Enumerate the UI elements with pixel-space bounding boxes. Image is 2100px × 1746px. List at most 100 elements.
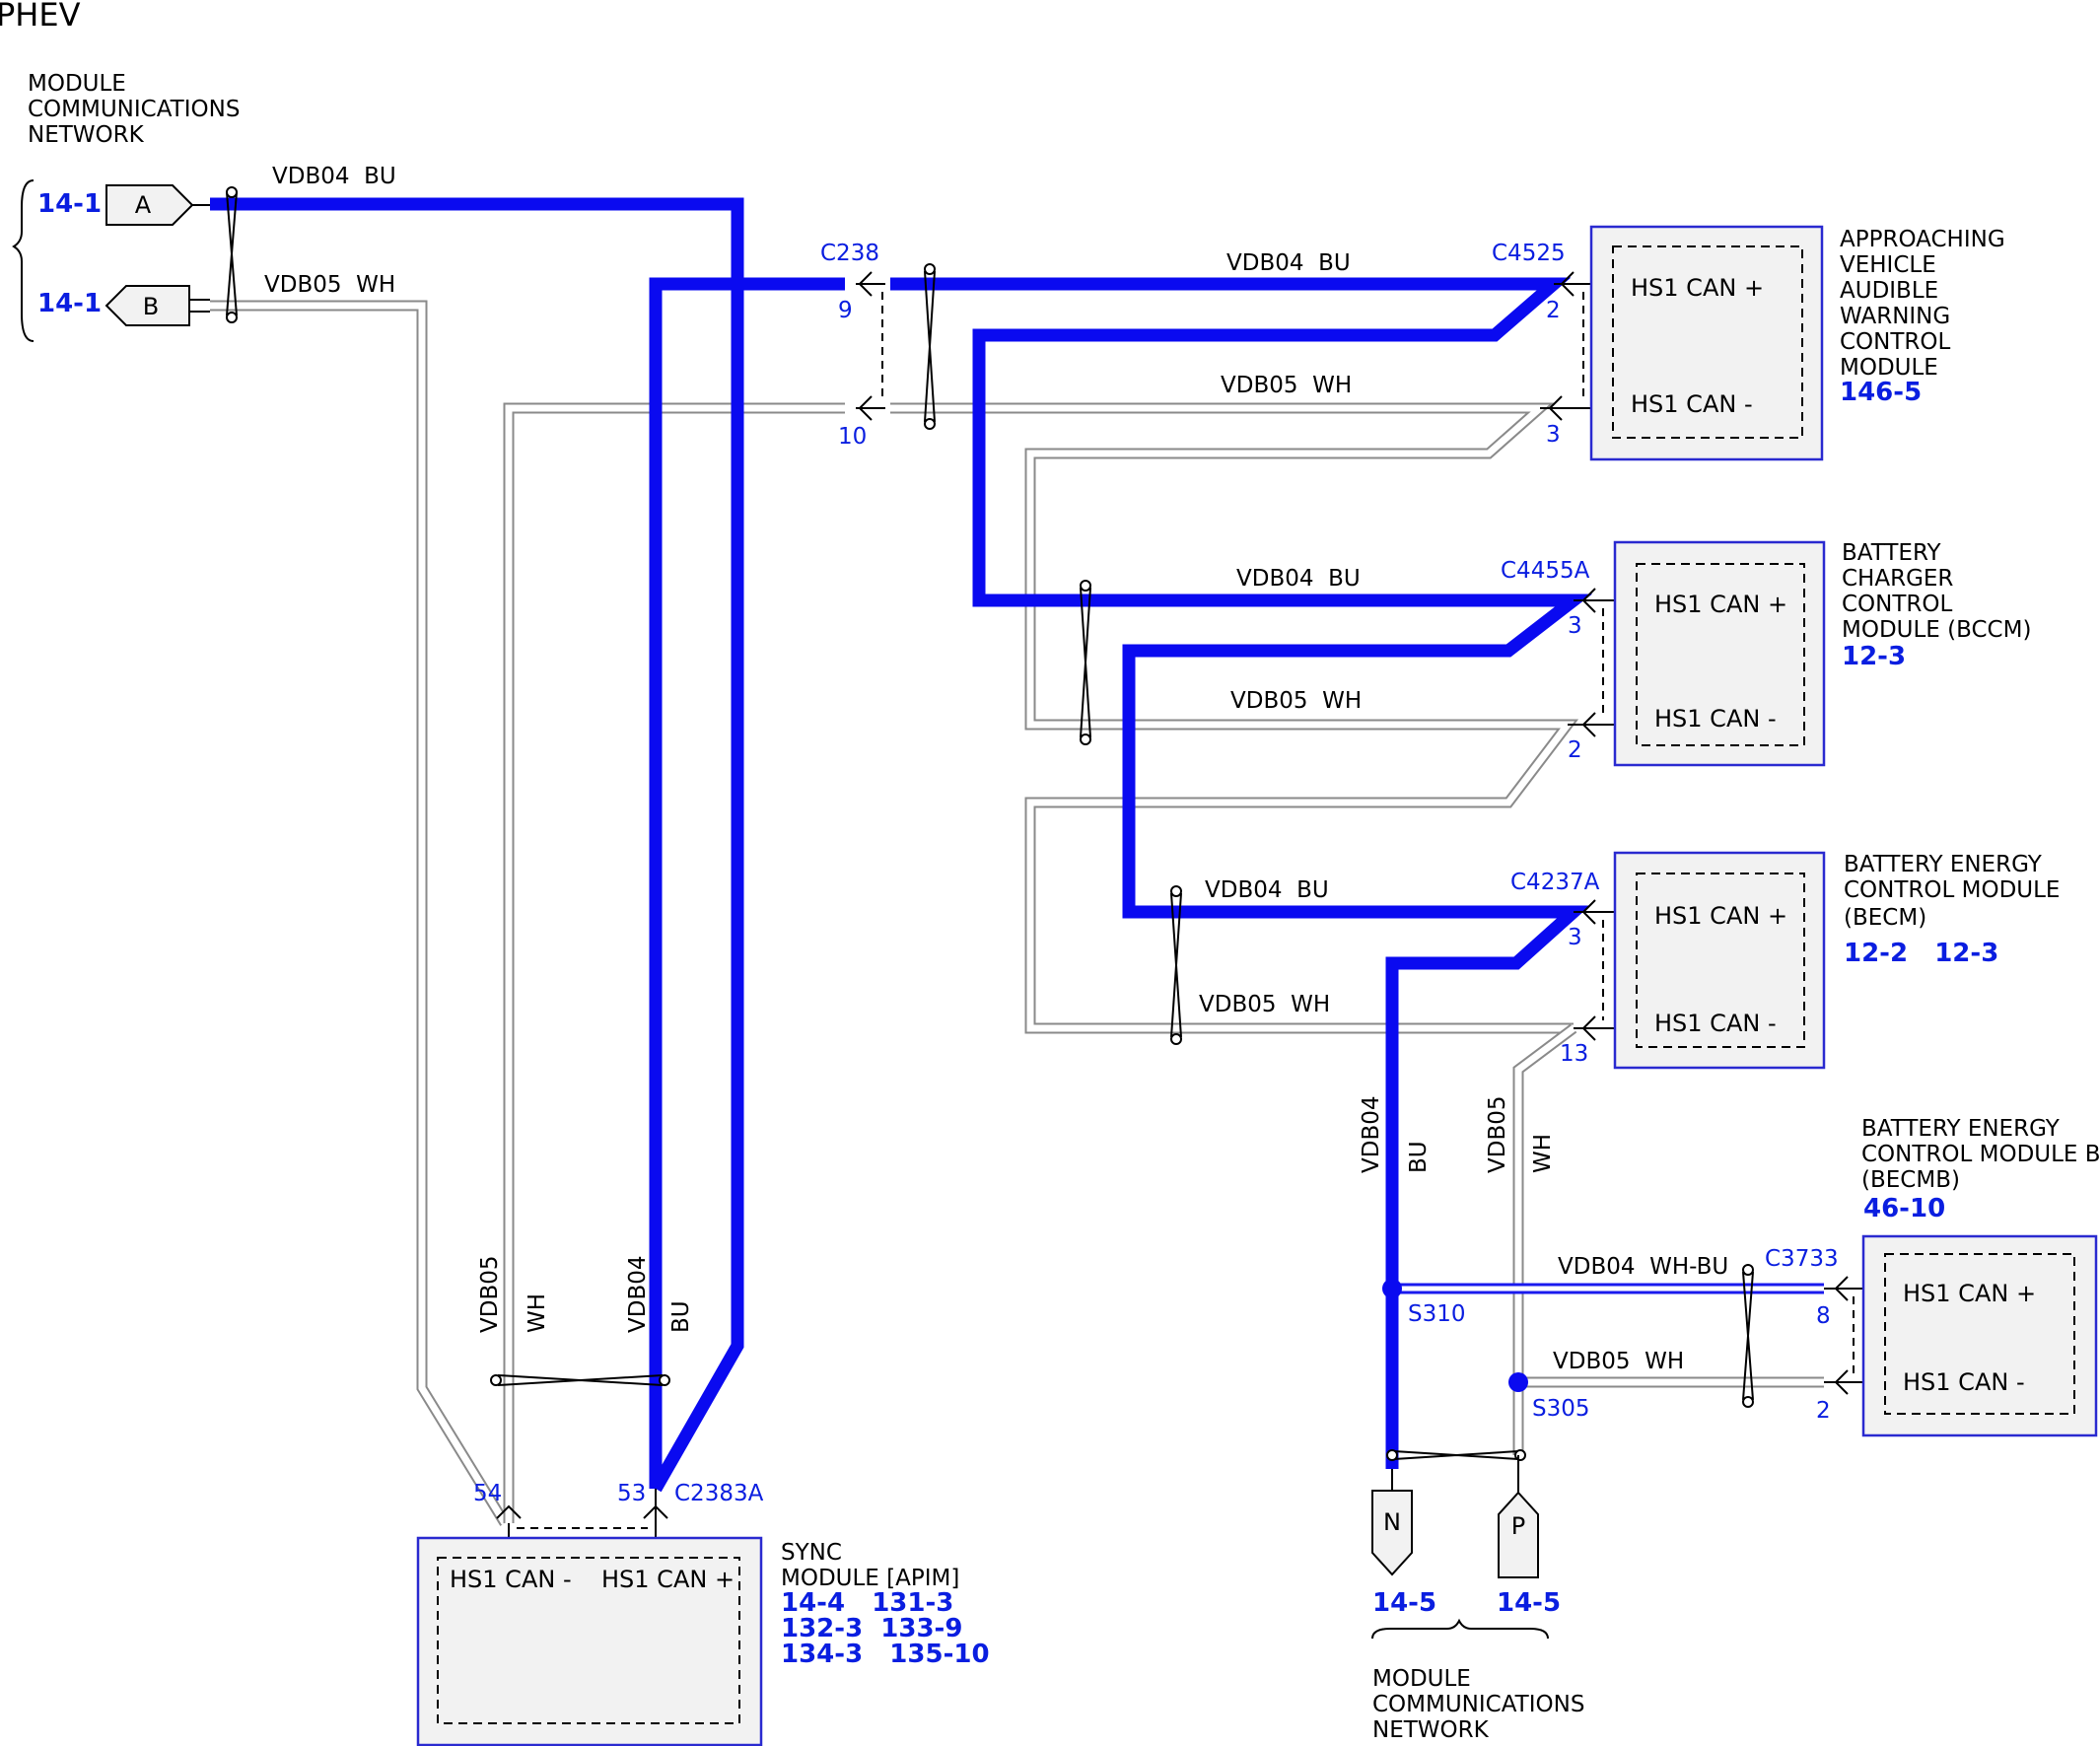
svg-text:S310: S310 — [1408, 1301, 1466, 1327]
svg-text:VDB05 WH: VDB05 WH — [1199, 992, 1330, 1017]
svg-text:MODULE [APIM]: MODULE [APIM] — [781, 1566, 959, 1591]
svg-text:BU: BU — [668, 1300, 694, 1333]
svg-text:P: P — [1511, 1512, 1525, 1540]
svg-text:C3733: C3733 — [1765, 1246, 1839, 1272]
connector-c4525: C4525 2 3 — [1492, 241, 1591, 448]
becm-pin-plus: HS1 CAN + — [1654, 902, 1787, 930]
svg-text:VDB04 BU: VDB04 BU — [1226, 250, 1351, 276]
svg-text:CONTROL: CONTROL — [1842, 592, 1953, 617]
svg-text:COMMUNICATIONS: COMMUNICATIONS — [1372, 1692, 1584, 1717]
svg-text:14-4 131-3: 14-4 131-3 — [781, 1588, 953, 1618]
avas-pin-plus: HS1 CAN + — [1631, 274, 1764, 302]
module-sync: HS1 CAN - HS1 CAN + SYNC MODULE [APIM] 1… — [416, 1536, 990, 1746]
svg-text:54: 54 — [473, 1481, 502, 1506]
svg-text:VDB04 WH-BU: VDB04 WH-BU — [1558, 1254, 1728, 1280]
connector-c238: C238 9 10 — [820, 241, 885, 450]
svg-text:132-3 133-9: 132-3 133-9 — [781, 1614, 962, 1643]
left-ref-b: 14-1 — [37, 289, 102, 318]
svg-text:C2383A: C2383A — [674, 1481, 764, 1506]
svg-text:13: 13 — [1560, 1041, 1588, 1067]
bccm-ref: 12-3 — [1842, 642, 1906, 671]
svg-text:AUDIBLE: AUDIBLE — [1840, 278, 1938, 304]
connector-c3733: C3733 8 2 — [1765, 1246, 1863, 1424]
plug-b: B 14-1 — [37, 285, 190, 326]
network-label-bottom: MODULE COMMUNICATIONS NETWORK — [1372, 1666, 1584, 1743]
bottom-ref-n: 14-5 — [1372, 1588, 1436, 1618]
svg-text:WH: WH — [1530, 1134, 1556, 1173]
svg-text:VDB05: VDB05 — [477, 1256, 503, 1334]
svg-text:CHARGER: CHARGER — [1842, 566, 1953, 592]
plug-n: N 14-5 — [1371, 1469, 1436, 1618]
bottom-ref-p: 14-5 — [1497, 1588, 1561, 1618]
svg-text:134-3 135-10: 134-3 135-10 — [781, 1640, 990, 1669]
svg-text:VDB05: VDB05 — [1485, 1096, 1510, 1174]
svg-text:C238: C238 — [820, 241, 879, 266]
twist-symbols — [226, 186, 1754, 1461]
svg-text:2: 2 — [1546, 298, 1561, 323]
left-ref-a: 14-1 — [37, 189, 102, 219]
svg-text:2: 2 — [1816, 1398, 1831, 1424]
svg-text:MODULE: MODULE — [28, 71, 126, 97]
svg-text:VDB04: VDB04 — [625, 1256, 651, 1334]
svg-text:BATTERY ENERGY: BATTERY ENERGY — [1844, 852, 2043, 877]
svg-text:8: 8 — [1816, 1303, 1831, 1329]
svg-text:VDB05 WH: VDB05 WH — [1230, 688, 1362, 714]
svg-text:BU: BU — [1406, 1141, 1432, 1173]
svg-text:SYNC: SYNC — [781, 1540, 842, 1566]
svg-text:VDB04 BU: VDB04 BU — [272, 164, 396, 189]
svg-text:3: 3 — [1568, 613, 1582, 639]
connector-c4455a: C4455A 3 2 — [1501, 558, 1615, 763]
becmb-pin-plus: HS1 CAN + — [1903, 1280, 2036, 1307]
bccm-pin-minus: HS1 CAN - — [1654, 705, 1777, 733]
wh-wires — [210, 300, 1824, 1526]
becmb-ref: 46-10 — [1863, 1194, 1945, 1223]
splice-s305: S305 — [1508, 1372, 1590, 1422]
connector-c4237a: C4237A 3 13 — [1510, 870, 1615, 1067]
svg-text:9: 9 — [838, 298, 853, 323]
module-becm: HS1 CAN + HS1 CAN - BATTERY ENERGY CONTR… — [1613, 851, 2060, 1070]
splice-s310: S310 — [1382, 1279, 1466, 1327]
svg-text:VDB05 WH: VDB05 WH — [1553, 1349, 1684, 1374]
avas-pin-minus: HS1 CAN - — [1631, 390, 1753, 418]
svg-text:C4237A: C4237A — [1510, 870, 1600, 895]
svg-text:VEHICLE: VEHICLE — [1840, 252, 1936, 278]
module-becmb: HS1 CAN + HS1 CAN - BATTERY ENERGY CONTR… — [1861, 1116, 2100, 1437]
svg-text:NETWORK: NETWORK — [1372, 1717, 1490, 1743]
svg-text:BATTERY: BATTERY — [1842, 540, 1941, 566]
svg-text:S305: S305 — [1532, 1396, 1590, 1422]
network-brace-left — [12, 179, 35, 342]
becm-pin-minus: HS1 CAN - — [1654, 1010, 1777, 1037]
svg-text:VDB05 WH: VDB05 WH — [1221, 373, 1352, 398]
svg-text:B: B — [143, 293, 159, 320]
svg-text:10: 10 — [838, 424, 867, 450]
wire-labels: VDB04 BU VDB05 WH VDB04 BU VDB05 WH VDB0… — [264, 164, 1728, 1374]
becm-refs: 12-2 12-3 — [1844, 939, 1998, 968]
svg-text:COMMUNICATIONS: COMMUNICATIONS — [28, 97, 240, 122]
svg-text:53: 53 — [617, 1481, 646, 1506]
svg-text:CONTROL MODULE B: CONTROL MODULE B — [1861, 1142, 2100, 1167]
svg-text:A: A — [135, 191, 152, 219]
svg-text:(BECM): (BECM) — [1844, 905, 1926, 931]
svg-text:VDB04: VDB04 — [1359, 1096, 1384, 1174]
svg-text:C4455A: C4455A — [1501, 558, 1590, 584]
svg-text:WH: WH — [525, 1293, 550, 1333]
plug-a: A 14-1 — [37, 184, 194, 226]
svg-text:MODULE: MODULE — [1840, 355, 1938, 381]
module-bccm: HS1 CAN + HS1 CAN - BATTERY CHARGER CONT… — [1613, 540, 2031, 767]
svg-text:APPROACHING: APPROACHING — [1840, 227, 2005, 252]
svg-text:3: 3 — [1546, 422, 1561, 448]
page-title: PHEV — [0, 0, 81, 34]
svg-text:WARNING: WARNING — [1840, 304, 1950, 329]
svg-text:VDB04 BU: VDB04 BU — [1236, 566, 1361, 592]
bu-wires — [210, 197, 1593, 1493]
svg-text:CONTROL MODULE: CONTROL MODULE — [1844, 877, 2060, 903]
svg-text:MODULE: MODULE — [1372, 1666, 1471, 1692]
svg-text:MODULE (BCCM): MODULE (BCCM) — [1842, 617, 2031, 643]
network-brace-bottom — [1371, 1618, 1549, 1640]
avas-ref: 146-5 — [1840, 378, 1922, 407]
svg-text:NETWORK: NETWORK — [28, 122, 145, 148]
svg-text:VDB05 WH: VDB05 WH — [264, 272, 395, 298]
svg-text:2: 2 — [1568, 737, 1582, 763]
plug-p: P 14-5 — [1497, 1455, 1561, 1618]
